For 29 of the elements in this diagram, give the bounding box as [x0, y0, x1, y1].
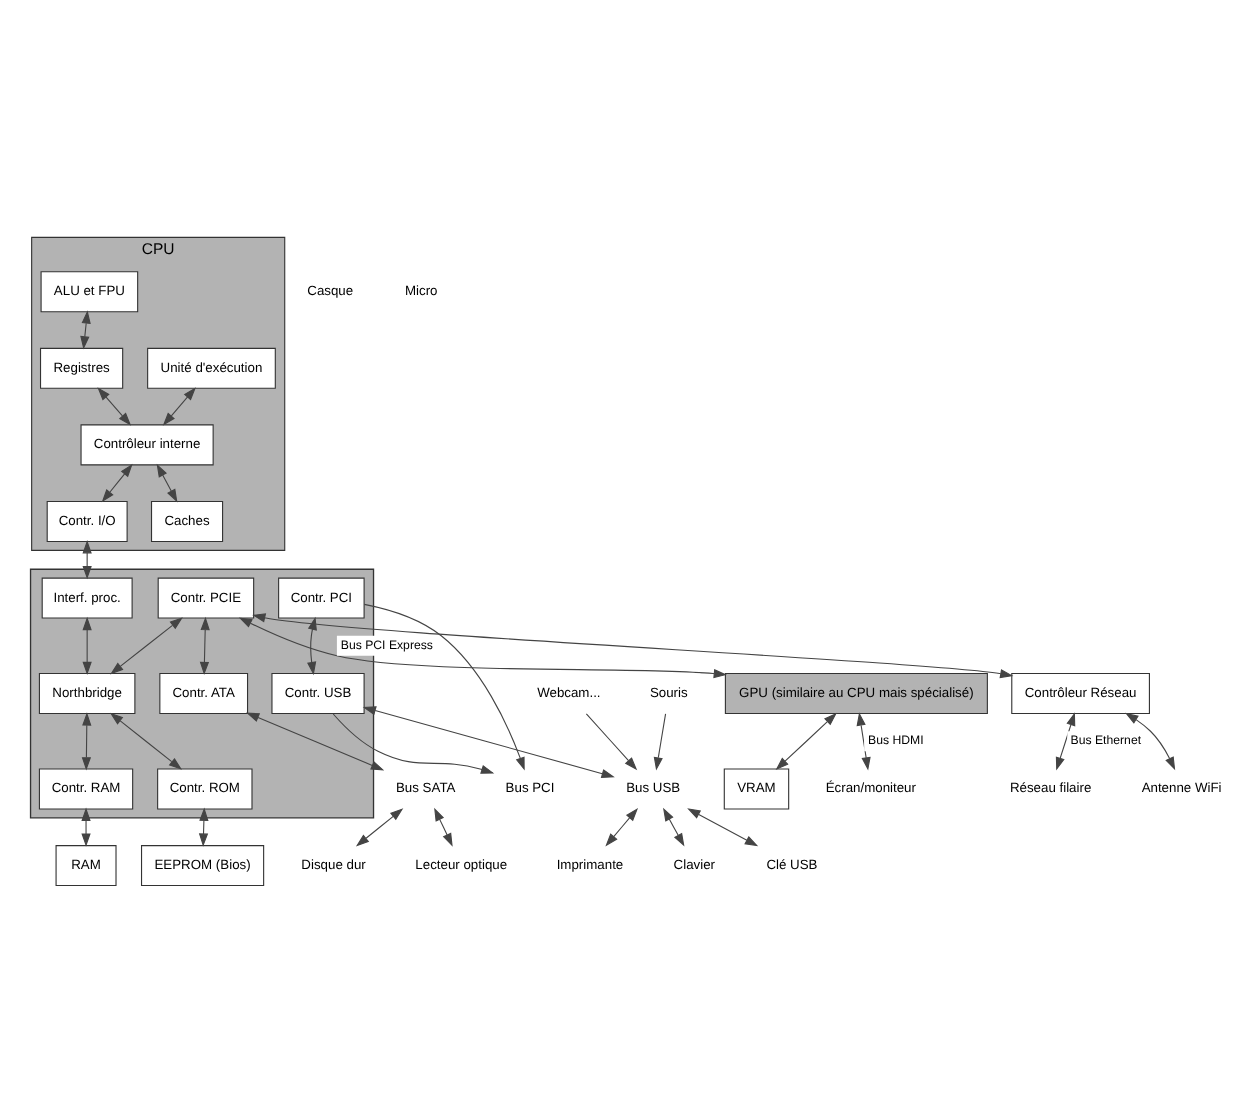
arrow — [80, 309, 91, 349]
arrow — [355, 807, 404, 846]
arrow — [101, 462, 133, 502]
arrow — [199, 615, 210, 675]
arrow — [97, 386, 132, 425]
arrow — [434, 806, 453, 846]
arrow — [246, 711, 385, 770]
arrow — [585, 712, 638, 770]
arrow — [663, 806, 685, 846]
arrow — [775, 711, 837, 770]
arrow — [81, 711, 92, 770]
arrow — [110, 616, 183, 674]
arrow — [82, 615, 92, 675]
arrow — [238, 616, 727, 678]
arrow — [307, 615, 317, 675]
arrow — [605, 806, 639, 846]
arrow — [332, 712, 495, 773]
arrow — [1055, 711, 1076, 770]
arrow — [156, 462, 178, 502]
arrow — [1125, 711, 1176, 770]
arrow — [653, 712, 667, 770]
arrow — [109, 711, 183, 769]
arrow — [162, 386, 196, 425]
arrow — [362, 705, 615, 778]
arrow — [81, 806, 91, 846]
arrow — [252, 612, 1014, 678]
arrow — [363, 602, 525, 770]
arrow — [687, 807, 759, 846]
arrow — [856, 711, 871, 770]
